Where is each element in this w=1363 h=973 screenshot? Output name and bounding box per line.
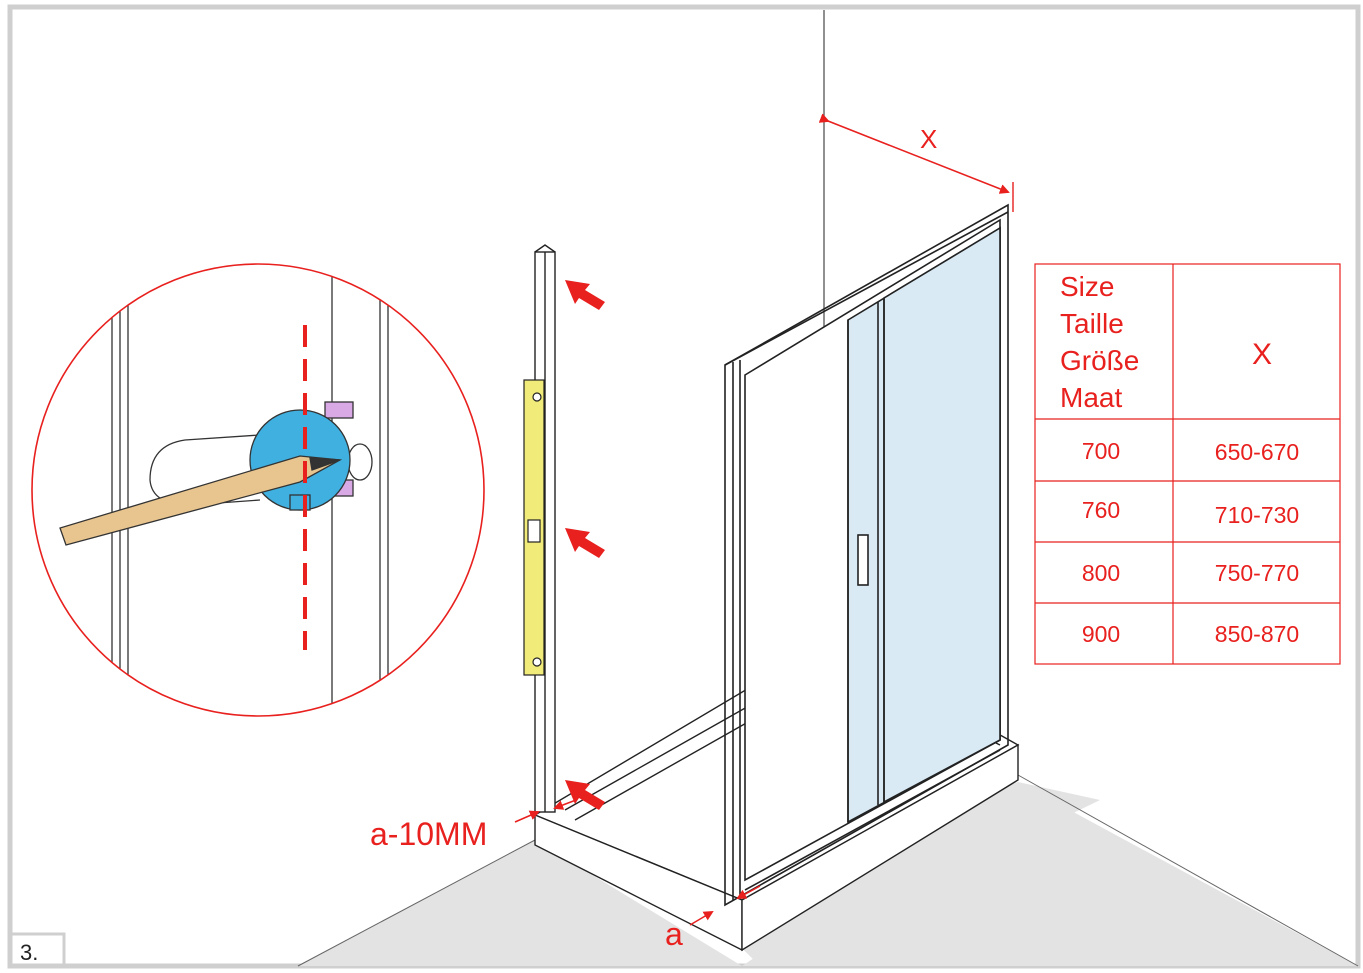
table-row: 760 710-730 (1082, 497, 1299, 528)
dimension-x: X (818, 113, 1014, 212)
push-arrow-middle (565, 528, 605, 558)
table-header-size: Size Taille Größe Maat (1060, 271, 1147, 413)
spirit-level (523, 379, 545, 676)
table-cell-size: 900 (1082, 621, 1120, 647)
offset-annotation: a-10MM (370, 799, 577, 852)
table-cell-x: 850-870 (1215, 621, 1299, 647)
detail-magnifier (31, 263, 485, 717)
push-arrow-bottom (565, 780, 605, 810)
dimension-x-label: X (920, 124, 937, 154)
table-cell-x: 750-770 (1215, 560, 1299, 586)
table-cell-x: 710-730 (1215, 502, 1299, 528)
offset-label: a-10MM (370, 816, 487, 852)
table-header-x: X (1252, 338, 1272, 371)
table-cell-size: 800 (1082, 560, 1120, 586)
table-row: 800 750-770 (1082, 560, 1299, 586)
table-cell-x: 650-670 (1215, 439, 1299, 465)
table-cell-size: 700 (1082, 438, 1120, 464)
push-arrows (565, 280, 605, 810)
table-cell-size: 760 (1082, 497, 1120, 523)
size-table: Size Taille Größe Maat X 700 650-670 760… (1034, 263, 1341, 665)
floor (297, 774, 1359, 967)
pencil (59, 455, 343, 546)
drill-hole (347, 443, 373, 481)
table-row: 700 650-670 (1082, 438, 1299, 465)
step-number-box: 3. (10, 932, 66, 966)
gap-label: a (665, 916, 683, 952)
push-arrow-top (565, 280, 605, 310)
shower-enclosure (724, 203, 1009, 907)
gap-annotation: a (665, 885, 761, 952)
wall-clip-upper (324, 401, 354, 419)
door-handle (857, 534, 869, 586)
step-number: 3. (20, 940, 38, 965)
table-row: 900 850-870 (1082, 621, 1299, 647)
